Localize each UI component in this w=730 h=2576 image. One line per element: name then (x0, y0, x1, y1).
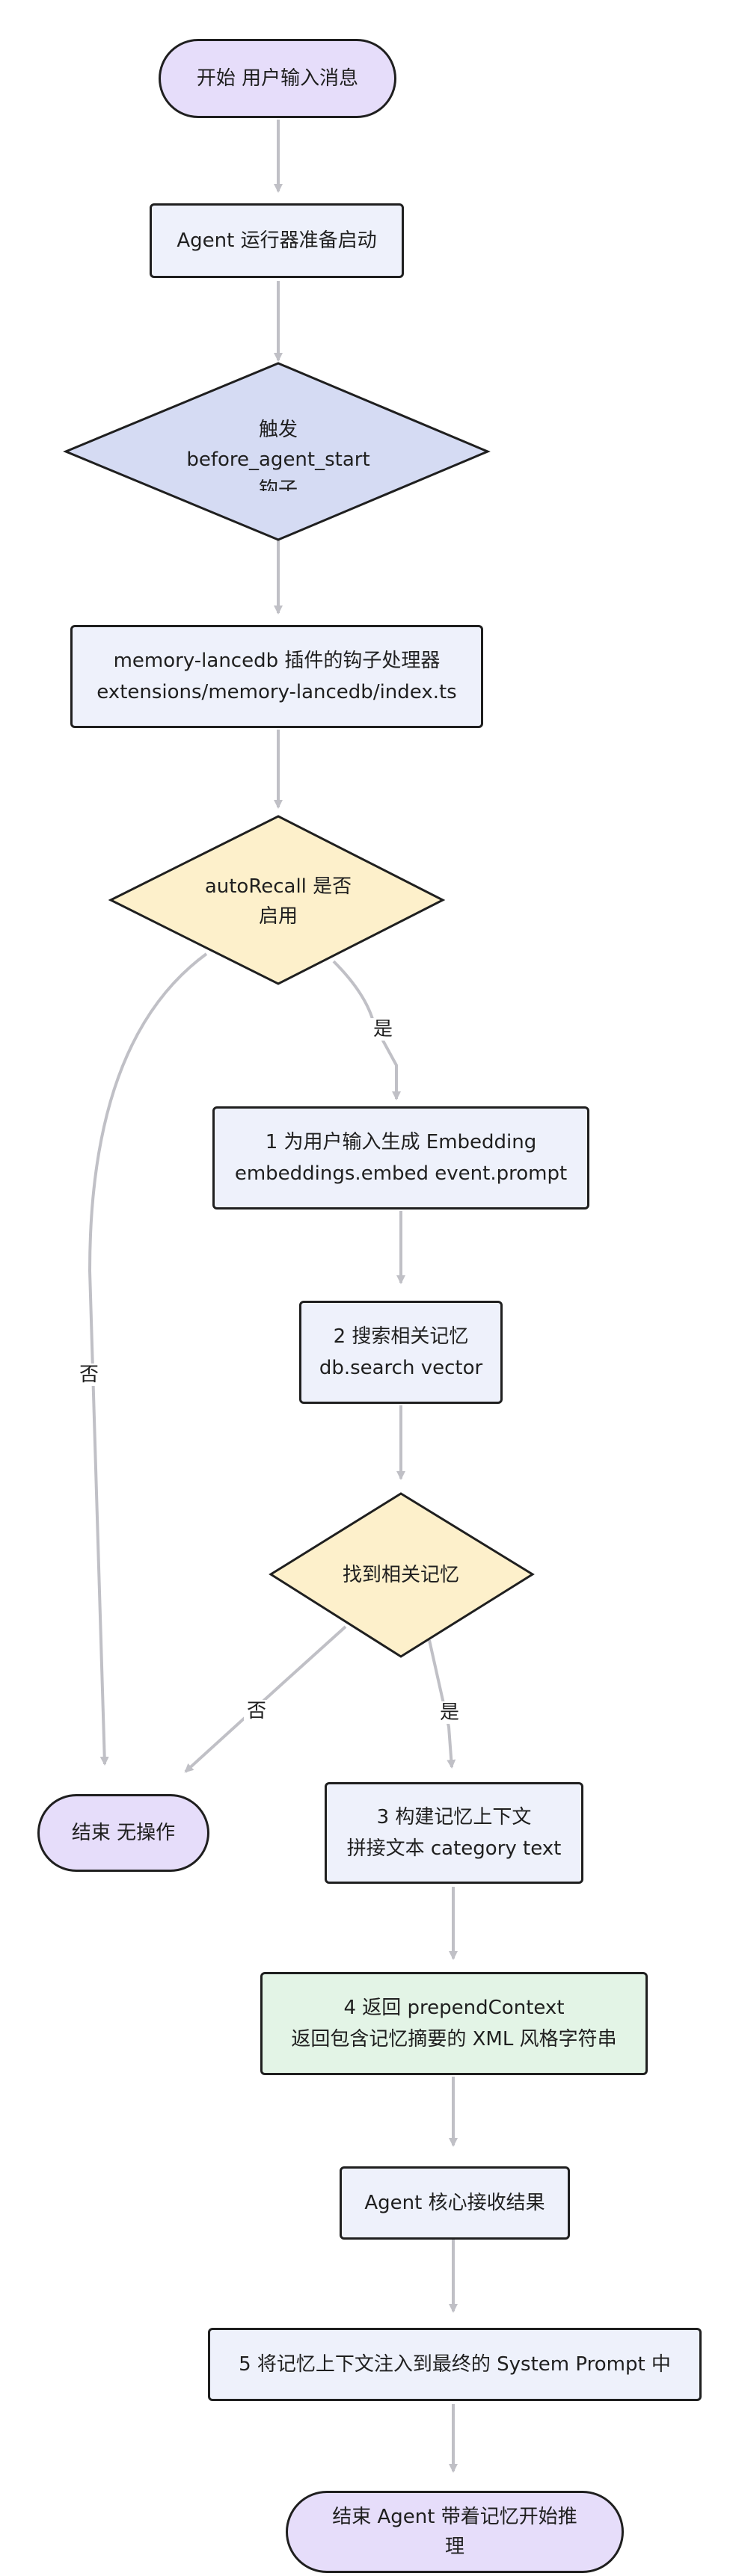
agent-prepare-label: Agent 运行器准备启动 (177, 229, 377, 252)
found-no-label: 否 (244, 1700, 270, 1722)
trigger-line-3: 钩子 (258, 478, 298, 491)
start-node: 开始 用户输入消息 (159, 39, 396, 118)
agent-prepare-node: Agent 运行器准备启动 (150, 203, 404, 278)
inject-node: 5 将记忆上下文注入到最终的 System Prompt 中 (208, 2328, 702, 2401)
found-text: 找到相关记忆 (311, 1559, 491, 1591)
embedding-line-2: embeddings.embed event.prompt (234, 1162, 568, 1185)
end-final-node: 结束 Agent 带着记忆开始推 理 (286, 2491, 624, 2573)
embedding-node: 1 为用户输入生成 Embedding embeddings.embed eve… (212, 1106, 589, 1210)
search-line-2: db.search vector (319, 1357, 483, 1379)
inject-label: 5 将记忆上下文注入到最终的 System Prompt 中 (239, 2353, 671, 2376)
prepend-line-2: 返回包含记忆摘要的 XML 风格字符串 (291, 2028, 617, 2050)
end-final-line-2: 理 (444, 2536, 464, 2558)
trigger-diamond (63, 362, 491, 541)
prepend-line-1: 4 返回 prependContext (343, 1997, 565, 2019)
search-node: 2 搜索相关记忆 db.search vector (299, 1301, 503, 1404)
found-diamond (269, 1492, 535, 1658)
autorecall-text: autoRecall 是否 启用 (166, 867, 390, 936)
search-line-1: 2 搜索相关记忆 (333, 1325, 469, 1348)
hook-handler-node: memory-lancedb 插件的钩子处理器 extensions/memor… (70, 625, 483, 728)
trigger-line-2: before_agent_start (186, 449, 370, 471)
autorecall-line-2: 启用 (258, 905, 298, 928)
edge-found-yes (428, 1639, 456, 1769)
edge-found-no (184, 1625, 347, 1773)
hook-handler-line-2: extensions/memory-lancedb/index.ts (96, 681, 457, 703)
autorecall-yes-label: 是 (370, 1018, 396, 1041)
trigger-line-1: 触发 (258, 419, 298, 441)
core-receive-node: Agent 核心接收结果 (340, 2166, 570, 2240)
core-receive-label: Agent 核心接收结果 (364, 2192, 545, 2214)
trigger-text: 触发 before_agent_start 钩子 (129, 401, 428, 505)
autorecall-diamond (108, 815, 446, 985)
embedding-line-1: 1 为用户输入生成 Embedding (265, 1131, 537, 1153)
prepend-context-node: 4 返回 prependContext 返回包含记忆摘要的 XML 风格字符串 (260, 1972, 648, 2075)
build-context-line-2: 拼接文本 category text (346, 1837, 562, 1860)
edge-autorecall-no (88, 952, 208, 1766)
end-noop-node: 结束 无操作 (37, 1794, 209, 1872)
autorecall-no-label: 否 (76, 1364, 102, 1386)
build-context-line-1: 3 构建记忆上下文 (376, 1806, 532, 1828)
autorecall-line-1: autoRecall 是否 (204, 875, 352, 898)
build-context-node: 3 构建记忆上下文 拼接文本 category text (325, 1782, 583, 1884)
start-label: 开始 用户输入消息 (196, 67, 359, 90)
found-label: 找到相关记忆 (342, 1564, 459, 1586)
found-yes-label: 是 (437, 1701, 463, 1724)
end-noop-label: 结束 无操作 (71, 1822, 176, 1844)
end-final-line-1: 结束 Agent 带着记忆开始推 (332, 2506, 577, 2528)
hook-handler-line-1: memory-lancedb 插件的钩子处理器 (113, 650, 441, 672)
